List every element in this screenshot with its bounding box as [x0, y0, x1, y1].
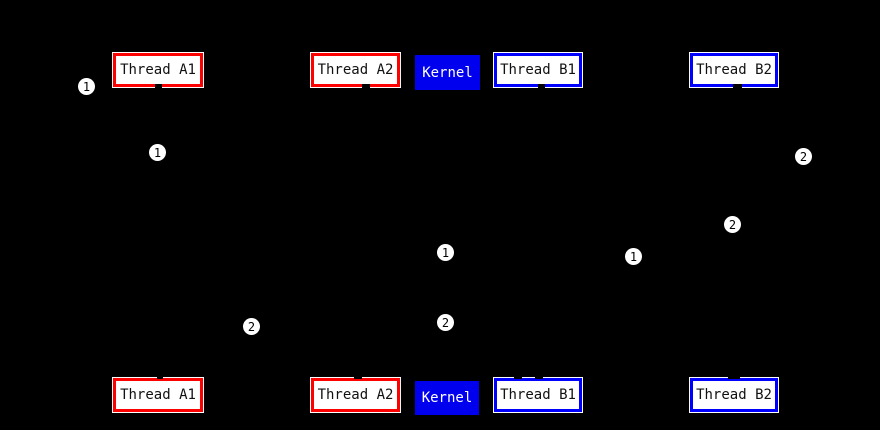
actor-label: Kernel: [422, 64, 473, 81]
step-badge: 1: [78, 78, 95, 95]
step-badge: 1: [437, 244, 454, 261]
actor-label: Thread A2: [317, 62, 394, 78]
step-badge-label: 1: [153, 145, 162, 160]
step-badge: 1: [149, 144, 166, 161]
step-badge-label: 2: [441, 315, 450, 330]
step-badge-label: 1: [629, 249, 638, 264]
actor-box-thread-b2-top: Thread B2: [689, 52, 779, 88]
lifeline-thread-a1: [157, 87, 158, 378]
step-badge-label: 1: [441, 245, 450, 260]
step-badge-label: 2: [799, 149, 808, 164]
actor-label: Thread A1: [120, 62, 196, 78]
lifeline-notch: [538, 84, 545, 89]
lifeline-notch: [354, 374, 362, 379]
step-badge: 2: [243, 318, 260, 335]
actor-box-thread-a2-bottom: Thread A2: [310, 377, 401, 413]
actor-box-thread-b2-bottom: Thread B2: [689, 377, 779, 413]
actor-label: Thread B2: [696, 62, 772, 78]
step-badge: 1: [625, 248, 642, 265]
lifeline-thread-a2: [355, 87, 356, 378]
step-badge-label: 2: [728, 217, 737, 232]
lifeline-notch: [514, 374, 522, 379]
actor-label: Thread B1: [500, 387, 576, 403]
lifeline-notch: [362, 84, 370, 89]
step-badge: 2: [795, 148, 812, 165]
actor-box-thread-a2-top: Thread A2: [310, 52, 401, 88]
actor-box-kernel-bottom: Kernel: [415, 381, 479, 415]
step-badge-label: 2: [247, 319, 256, 334]
lifeline-notch: [155, 84, 162, 89]
actor-box-thread-a1-bottom: Thread A1: [112, 377, 204, 413]
actor-label: Thread A1: [120, 387, 196, 403]
lifeline-notch: [728, 374, 740, 379]
step-badge-label: 1: [82, 79, 91, 94]
actor-label: Thread B1: [500, 62, 576, 78]
step-badge: 2: [437, 314, 454, 331]
actor-label: Kernel: [421, 390, 473, 406]
lifeline-thread-b1: [538, 87, 539, 378]
lifeline-kernel: [447, 89, 448, 381]
actor-box-thread-b1-top: Thread B1: [493, 52, 583, 88]
lifeline-notch: [535, 374, 543, 379]
lifeline-notch: [733, 84, 742, 89]
actor-box-kernel-top: Kernel: [415, 55, 480, 90]
actor-box-thread-b1-bottom: Thread B1: [493, 377, 583, 413]
actor-label: Thread B2: [696, 387, 772, 403]
lifeline-notch: [157, 374, 163, 379]
actor-box-thread-a1-top: Thread A1: [112, 52, 204, 88]
step-badge: 2: [724, 216, 741, 233]
actor-label: Thread A2: [317, 387, 394, 403]
